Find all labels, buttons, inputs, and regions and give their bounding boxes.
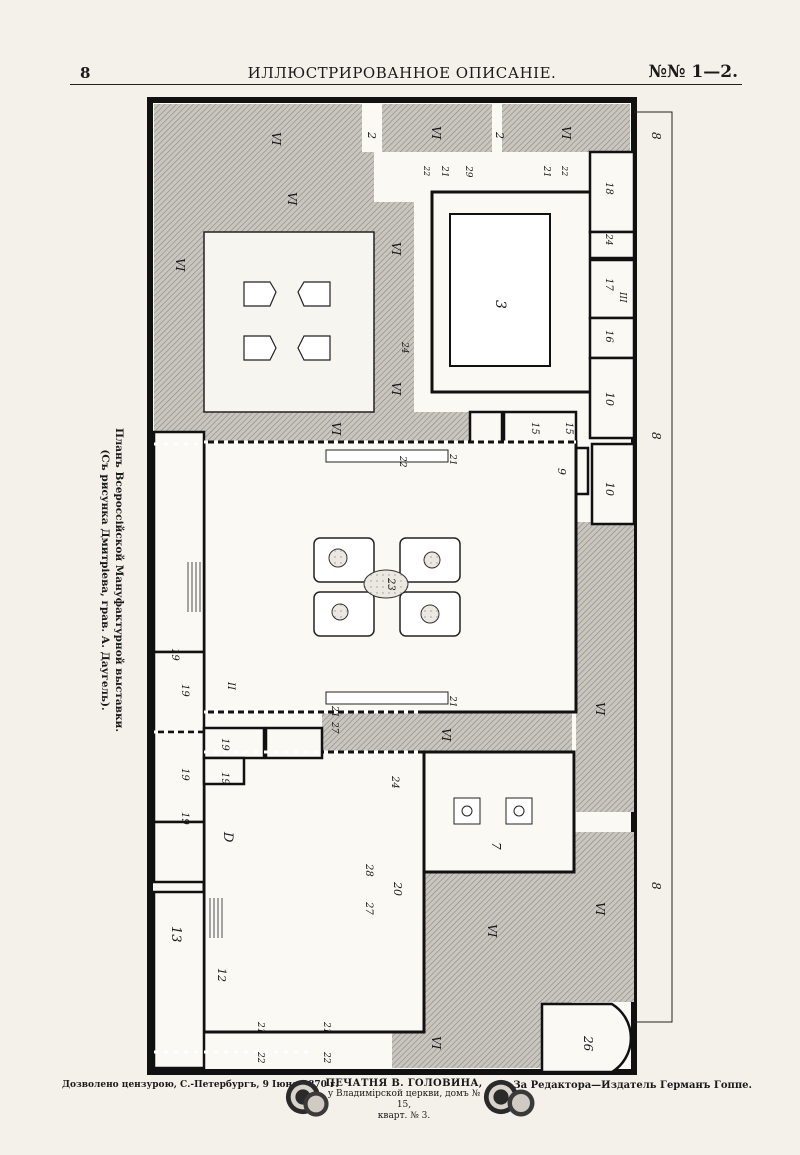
printer-quarter: кварт. № 3. bbox=[377, 1111, 431, 1121]
label-19-b: 19 bbox=[179, 684, 190, 697]
label-8-a: 8 bbox=[649, 132, 663, 140]
label-2-a: 2 bbox=[365, 131, 378, 139]
north-bench bbox=[325, 449, 449, 463]
issue-number: №№ 1—2. bbox=[648, 62, 738, 82]
running-title: ИЛЛЮСТРИРОВАННОЕ ОПИСАНІЕ. bbox=[247, 64, 557, 82]
caption-title: Планъ Всероссійской Мануфактурной выстав… bbox=[113, 427, 125, 733]
printer-address: у Владимірской церкви, домъ № 15, bbox=[327, 1089, 481, 1110]
central-garden bbox=[313, 537, 461, 637]
printer-imprint: ПЕЧАТНЯ В. ГОЛОВИНА, у Владимірской церк… bbox=[324, 1078, 484, 1122]
label-21-g: 21 bbox=[321, 1021, 331, 1033]
label-vi-7: VI bbox=[389, 382, 403, 396]
label-9: 9 bbox=[555, 468, 568, 475]
wall-doors bbox=[154, 440, 576, 1054]
label-12: 12 bbox=[215, 968, 228, 982]
label-15-b: 15 bbox=[563, 422, 574, 435]
stairs bbox=[187, 562, 223, 938]
label-vi-2: VI bbox=[429, 126, 443, 140]
label-vi-11: VI bbox=[593, 902, 607, 916]
exhibition-floor-plan: VI VI VI VI VI VI VI VI VI VI VI VI VI 2… bbox=[92, 92, 712, 1082]
label-vi-13: VI bbox=[429, 1036, 443, 1050]
floor-plan-drawing: VI VI VI VI VI VI VI VI VI VI VI VI VI 2… bbox=[147, 97, 673, 1075]
room-7 bbox=[422, 750, 576, 874]
label-22-e: 22 bbox=[321, 1051, 331, 1064]
label-2-b: 2 bbox=[493, 131, 506, 139]
editor-note: За Редактора—Издатель Германъ Гоппе. bbox=[513, 1080, 752, 1091]
plan-caption: Планъ Всероссійской Мануфактурной выстав… bbox=[98, 370, 126, 790]
south-bench bbox=[325, 691, 449, 705]
label-18: 18 bbox=[603, 182, 614, 195]
label-22-a: 22 bbox=[422, 165, 431, 176]
label-24-c: 24 bbox=[399, 341, 409, 354]
label-vi-1: VI bbox=[269, 132, 283, 146]
label-17: 17 bbox=[603, 278, 614, 291]
label-vi-12: VI bbox=[485, 924, 499, 938]
medal-fourth-icon bbox=[506, 1088, 536, 1118]
label-27-a: 27 bbox=[363, 901, 374, 915]
lower-hall bbox=[202, 750, 426, 1034]
label-vi-6: VI bbox=[389, 242, 403, 256]
label-23: 23 bbox=[385, 577, 396, 591]
label-19-e: 19 bbox=[219, 772, 230, 785]
label-13: 13 bbox=[168, 926, 183, 943]
label-21-a: 21 bbox=[439, 165, 449, 177]
annex-26 bbox=[540, 1002, 633, 1074]
label-19-a: 19 bbox=[169, 648, 180, 661]
label-vi-9: VI bbox=[439, 728, 453, 742]
censor-note: Дозволено цензурою, С.-Петербургъ, 9 Іюн… bbox=[62, 1080, 339, 1090]
label-24-b: 24 bbox=[389, 775, 400, 789]
label-8-c: 8 bbox=[649, 882, 663, 890]
label-21-f: 21 bbox=[255, 1021, 265, 1033]
label-vi-4: VI bbox=[285, 192, 299, 206]
court-pavilions bbox=[243, 281, 331, 361]
page-number: 8 bbox=[80, 64, 91, 82]
label-20: 20 bbox=[391, 881, 404, 896]
label-19-f: 19 bbox=[179, 812, 190, 825]
label-21-d: 21 bbox=[447, 695, 457, 707]
label-10-b: 10 bbox=[603, 482, 616, 496]
label-19-c: 19 bbox=[219, 738, 230, 751]
exterior-boundary bbox=[634, 111, 673, 1023]
label-22-b: 22 bbox=[560, 165, 569, 176]
header-rule bbox=[70, 84, 742, 85]
label-22-c: 22 bbox=[397, 455, 407, 468]
medal-second-icon bbox=[302, 1090, 330, 1118]
page-footer: Дозволено цензурою, С.-Петербургъ, 9 Іюн… bbox=[62, 1074, 752, 1144]
label-vi-10: VI bbox=[593, 702, 607, 716]
label-3: 3 bbox=[492, 300, 508, 309]
label-26: 26 bbox=[581, 1035, 595, 1052]
label-29: 29 bbox=[463, 165, 473, 178]
label-21-b: 21 bbox=[541, 165, 551, 177]
label-ii: II bbox=[225, 681, 236, 691]
label-d: D bbox=[220, 831, 235, 843]
label-vi-3: VI bbox=[559, 126, 573, 140]
page-header: 8 ИЛЛЮСТРИРОВАННОЕ ОПИСАНІЕ. №№ 1—2. bbox=[62, 58, 742, 86]
north-west-court bbox=[203, 231, 375, 413]
label-iii: III bbox=[617, 291, 627, 303]
label-10-a: 10 bbox=[603, 392, 616, 406]
label-19-d: 19 bbox=[179, 768, 190, 781]
label-21-c: 21 bbox=[447, 453, 457, 465]
label-8-b: 8 bbox=[649, 432, 663, 440]
room-labels: VI VI VI VI VI VI VI VI VI VI VI VI VI 2… bbox=[168, 126, 663, 1064]
printer-name: ПЕЧАТНЯ В. ГОЛОВИНА, bbox=[325, 1078, 483, 1089]
label-vi-5: VI bbox=[173, 258, 187, 272]
label-21-e: 21 bbox=[329, 705, 339, 717]
label-16: 16 bbox=[603, 330, 614, 343]
label-28: 28 bbox=[363, 863, 374, 877]
label-24-a: 24 bbox=[603, 233, 613, 246]
label-27-b: 27 bbox=[329, 721, 339, 734]
caption-credit: (Съ рисунка Дмитріева, грав. А. Даугель)… bbox=[99, 449, 111, 711]
label-7: 7 bbox=[489, 842, 503, 850]
label-15-a: 15 bbox=[529, 422, 540, 435]
label-22-d: 22 bbox=[255, 1051, 265, 1064]
label-vi-8: VI bbox=[329, 422, 343, 436]
hall-3-inner bbox=[449, 213, 551, 367]
